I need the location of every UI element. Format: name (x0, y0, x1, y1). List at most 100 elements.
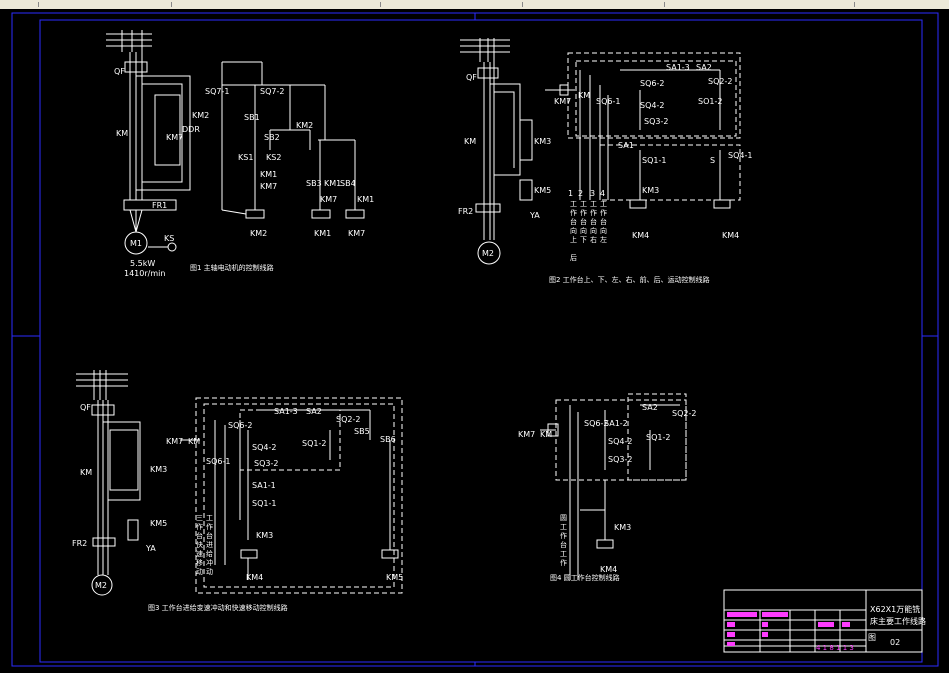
figure-2-column-4: 工作台向左 (600, 200, 607, 244)
svg-text:SQ3-2: SQ3-2 (608, 455, 632, 464)
svg-text:SQ1-2: SQ1-2 (302, 439, 326, 448)
figure-4-column: 圆工作台工作 (560, 514, 567, 567)
figure-4-caption: 图4 圆工作台控制线路 (550, 573, 620, 582)
svg-text:QF: QF (80, 403, 91, 412)
svg-text:KM: KM (540, 430, 552, 439)
svg-text:KM3: KM3 (256, 531, 273, 540)
svg-text:DDR: DDR (182, 125, 200, 134)
figure-4-function-column: 圆工作台工作 (560, 514, 567, 567)
svg-text:SO1-2: SO1-2 (698, 97, 722, 106)
svg-text:3: 3 (590, 189, 595, 198)
svg-text:SQ2-2: SQ2-2 (336, 415, 360, 424)
svg-text:SB1: SB1 (244, 113, 260, 122)
figure-2-table-motion-circuit: QF KM7 KM SQ6-1 SQ6-2 SQ4-2 SQ3-2 SA1-3 … (458, 38, 752, 284)
figure-1-caption: 图1 主轴电动机的控制线路 (190, 263, 274, 272)
svg-text:KM3: KM3 (534, 137, 551, 146)
svg-text:KM5: KM5 (150, 519, 167, 528)
svg-text:SQ6-2: SQ6-2 (228, 421, 252, 430)
svg-text:KM1: KM1 (324, 179, 341, 188)
svg-text:S: S (710, 156, 715, 165)
svg-text:SQ3-2: SQ3-2 (254, 459, 278, 468)
svg-text:YA: YA (145, 544, 156, 553)
svg-text:KM7: KM7 (554, 97, 571, 106)
figure-3-caption: 图3 工作台进给变速冲动和快速移动控制线路 (148, 603, 288, 612)
svg-text:4: 4 (600, 189, 605, 198)
drawing-canvas[interactable]: QF KM2 DDR KM7 KM FR1 SQ7-1 SQ7-2 SB1 SB… (0, 9, 949, 673)
svg-text:KM: KM (80, 468, 92, 477)
svg-text:KM3: KM3 (150, 465, 167, 474)
svg-text:SB2: SB2 (264, 133, 280, 142)
svg-text:KM: KM (188, 437, 200, 446)
svg-text:SQ6-2: SQ6-2 (584, 419, 608, 428)
svg-text:KM: KM (464, 137, 476, 146)
drawing-number: 02 (890, 638, 900, 647)
svg-text:FR1: FR1 (152, 201, 167, 210)
svg-text:SQ3-2: SQ3-2 (644, 117, 668, 126)
svg-text:QF: QF (114, 67, 125, 76)
svg-text:SQ6-1: SQ6-1 (206, 457, 230, 466)
title-line-2: 床主要工作线路 (870, 616, 926, 626)
svg-text:KM1: KM1 (260, 170, 277, 179)
svg-text:M1: M1 (130, 239, 142, 248)
svg-text:KM4: KM4 (600, 565, 617, 574)
title-line-3: 图 (868, 633, 876, 642)
strip-tick (664, 2, 666, 7)
svg-text:SQ6-1: SQ6-1 (596, 97, 620, 106)
svg-text:YA: YA (529, 211, 540, 220)
svg-text:SA2: SA2 (642, 403, 658, 412)
title-block: X62X1万能铣 床主要工作线路 图 02 4 1 8 1 1 3 (723, 589, 926, 653)
figure-3-column-1: 三作台快速移动 (196, 514, 203, 576)
figure-2-column-3: 工作台向右 (590, 200, 597, 244)
svg-text:FR2: FR2 (458, 207, 473, 216)
figure-2-extra-column: 后 (570, 253, 577, 262)
svg-text:KS1: KS1 (238, 153, 253, 162)
svg-text:SQ2-2: SQ2-2 (708, 77, 732, 86)
svg-text:SQ2-2: SQ2-2 (672, 409, 696, 418)
svg-text:KS: KS (164, 234, 174, 243)
svg-text:SA1-3: SA1-3 (666, 63, 690, 72)
svg-text:SA2: SA2 (696, 63, 712, 72)
svg-text:KM7: KM7 (518, 430, 535, 439)
svg-text:KM: KM (578, 91, 590, 100)
figure-3-column-2: 工作台进给冲动 (206, 514, 213, 576)
svg-text:SQ4-2: SQ4-2 (640, 101, 664, 110)
svg-text:KM4: KM4 (722, 231, 739, 240)
svg-text:KM: KM (116, 129, 128, 138)
svg-text:KS2: KS2 (266, 153, 281, 162)
svg-text:SB6: SB6 (380, 435, 396, 444)
svg-text:M2: M2 (482, 249, 494, 258)
svg-text:KM2: KM2 (250, 229, 267, 238)
scale-row: 4 1 8 1 1 3 (816, 644, 854, 652)
svg-text:SQ4-2: SQ4-2 (608, 437, 632, 446)
figure-3-rapid-traverse-circuit: QF KM KM3 KM5 FR2 YA M2 KM7 KM SQ6-2 SQ6… (72, 370, 403, 612)
svg-text:KM7: KM7 (320, 195, 337, 204)
window-title-strip (0, 0, 949, 9)
figure-1-spindle-motor-circuit: QF KM2 DDR KM7 KM FR1 SQ7-1 SQ7-2 SB1 SB… (106, 30, 374, 278)
strip-tick (379, 2, 381, 7)
svg-text:SA1-2: SA1-2 (604, 419, 628, 428)
svg-text:SB5: SB5 (354, 427, 370, 436)
strip-tick (521, 2, 523, 7)
svg-text:KM4: KM4 (632, 231, 649, 240)
svg-text:SB3: SB3 (306, 179, 322, 188)
strip-tick (854, 2, 856, 7)
svg-text:SQ4-1: SQ4-1 (728, 151, 752, 160)
svg-text:SB4: SB4 (340, 179, 356, 188)
figure-2-column-1: 工作台向上 (570, 200, 577, 244)
svg-text:SQ4-2: SQ4-2 (252, 443, 276, 452)
svg-text:SQ7-2: SQ7-2 (260, 87, 284, 96)
svg-text:SQ1-1: SQ1-1 (642, 156, 666, 165)
svg-text:M2: M2 (95, 581, 107, 590)
svg-text:KM5: KM5 (386, 573, 403, 582)
svg-text:KM7: KM7 (166, 437, 183, 446)
svg-text:SQ1-2: SQ1-2 (646, 433, 670, 442)
svg-text:KM7: KM7 (260, 182, 277, 191)
svg-text:KM7: KM7 (166, 133, 183, 142)
svg-text:KM2: KM2 (296, 121, 313, 130)
svg-text:SA1-3: SA1-3 (274, 407, 298, 416)
title-line-1: X62X1万能铣 (870, 604, 920, 614)
svg-text:KM3: KM3 (614, 523, 631, 532)
svg-text:KM2: KM2 (192, 111, 209, 120)
